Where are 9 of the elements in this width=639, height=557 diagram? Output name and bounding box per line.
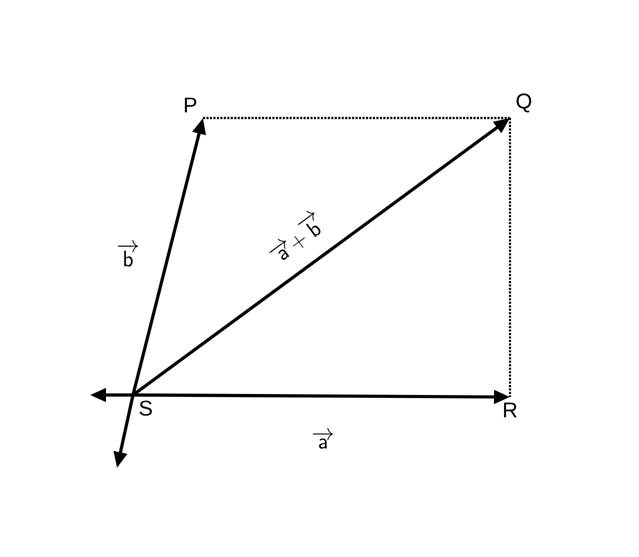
vector-label: $\overrightarrow{\mathsf{a}}$ (310, 428, 336, 450)
vector-label: $\overrightarrow{\mathsf{b}}$ (115, 240, 141, 268)
point-label: S (140, 400, 152, 416)
point-label: P (184, 98, 196, 112)
dotted-line (203, 116, 510, 120)
point-label: R (504, 402, 517, 418)
vector-label: $\overrightarrow{\mathsf{a}}\mathsf{+}\overrightarrow{\mathsf{b}}$ (262, 208, 330, 268)
point-label: Q (516, 93, 532, 112)
dotted-line (508, 118, 512, 397)
